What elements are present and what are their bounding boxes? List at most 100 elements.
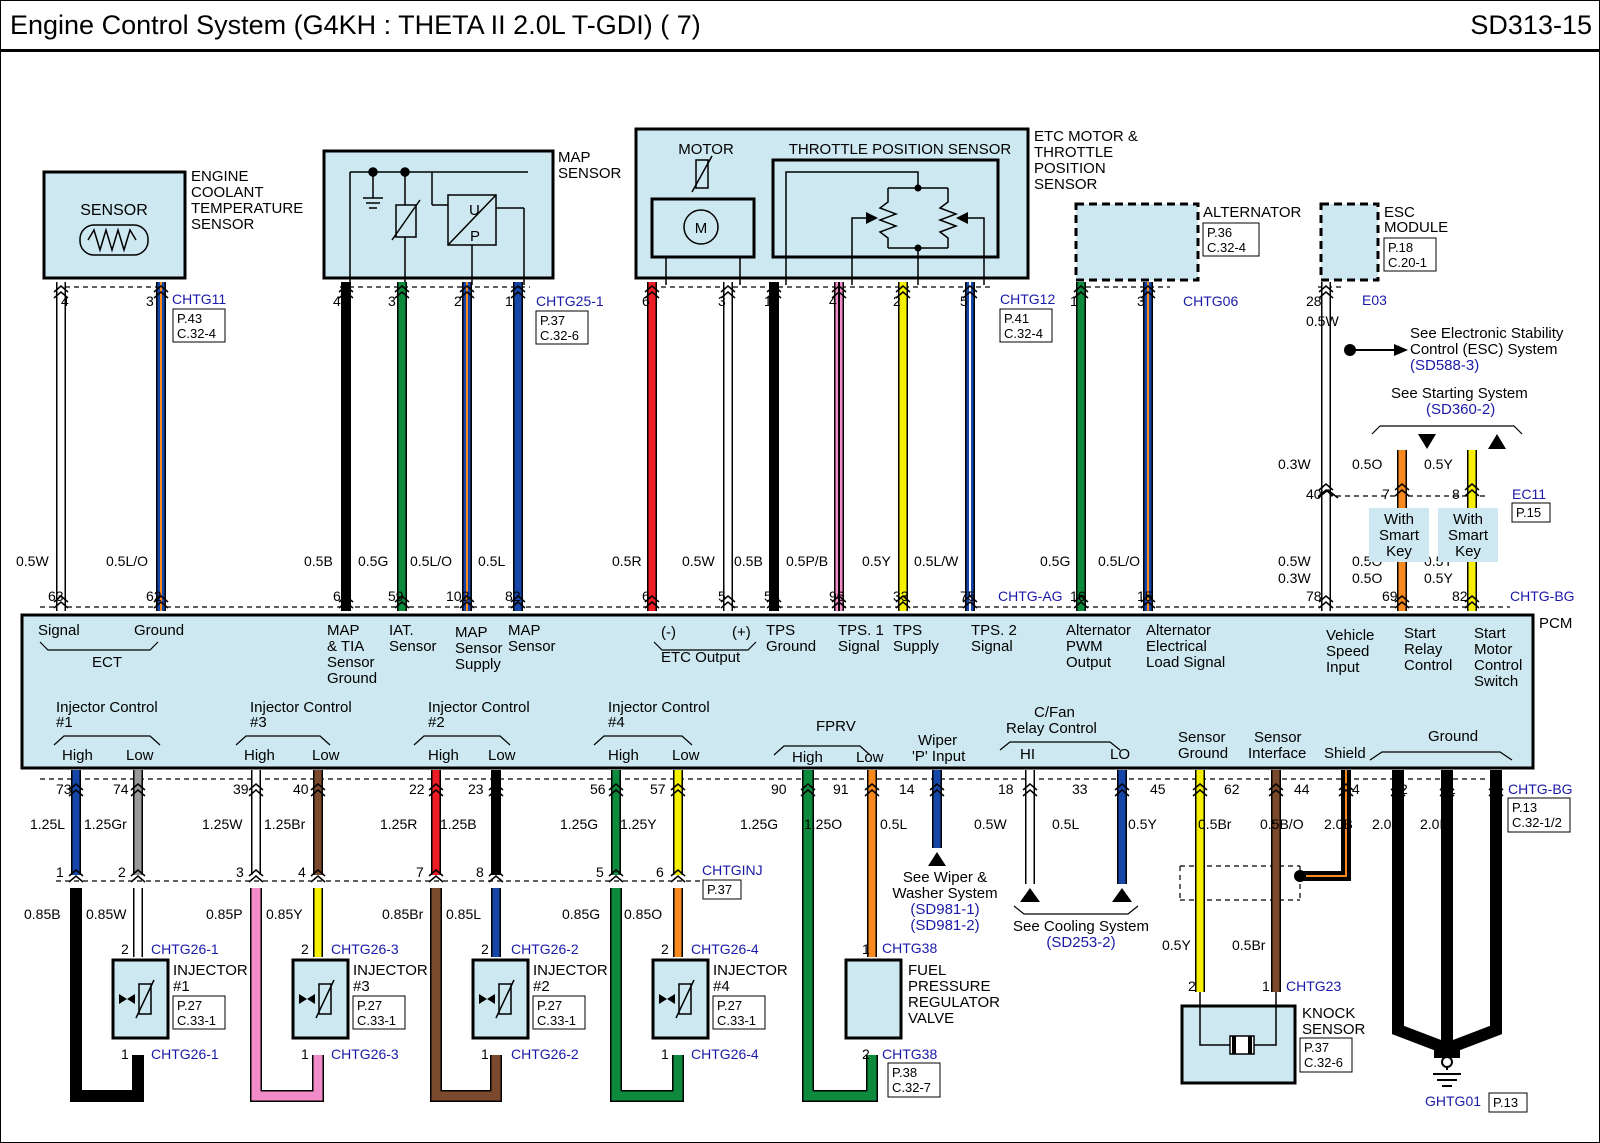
pcm-top-labels: Signal Ground ECT MAP & TIA Sensor Groun… (38, 615, 1572, 690)
page-title: Engine Control System (G4KH : THETA II 2… (10, 10, 701, 40)
start-relay-down-arrow-icon (1418, 434, 1436, 449)
injector-ref: C.33-1 (177, 1013, 216, 1028)
svg-text:CHTG06: CHTG06 (1183, 293, 1238, 309)
connector-chevron (510, 291, 526, 299)
connector-chevron (1464, 595, 1480, 603)
pin-number: 1 (505, 293, 513, 309)
pin-number: 5 (596, 864, 604, 880)
pin-number: 1 (764, 293, 772, 309)
connector-chevron (130, 875, 146, 883)
smart-key-box (1369, 508, 1429, 562)
wire-spec: 0.3W (1278, 456, 1311, 472)
connector-chevron (248, 875, 264, 883)
connector-chevron (895, 595, 911, 603)
wire-spec: 2.0B (1324, 816, 1353, 832)
connector-chevron (488, 783, 504, 791)
connector-chevron (310, 783, 326, 791)
connector-chevron (1394, 489, 1410, 497)
injector-label: INJECTOR (533, 962, 608, 979)
svg-text:TPS: TPS (893, 622, 922, 639)
connector-chevron (394, 291, 410, 299)
map-p-label: P (470, 228, 480, 245)
pin-number: 62 (1224, 781, 1240, 797)
pin-number: 33 (1072, 781, 1088, 797)
tps1-arrow (866, 212, 878, 224)
connector-chevron (895, 291, 911, 299)
connector-chevron (644, 595, 660, 603)
esc-ref: C.20-1 (1388, 255, 1427, 270)
wire-spec: 0.5B (734, 553, 763, 569)
svg-text:PCM: PCM (1539, 615, 1572, 632)
wire-spec: 0.85B (24, 906, 61, 922)
pin-number: 15 (1137, 588, 1153, 604)
connector-chevron (68, 875, 84, 883)
valve-icon (659, 994, 667, 1004)
wire-spec: 0.85W (86, 906, 127, 922)
connector-chevron (929, 783, 945, 791)
connector-chevron (800, 789, 816, 797)
wire-spec: 0.5L/O (1098, 553, 1140, 569)
svg-text:Signal: Signal (838, 638, 880, 655)
connector-chevron (394, 595, 410, 603)
svg-text:Low: Low (312, 747, 340, 764)
svg-text:Key: Key (1455, 543, 1481, 560)
wire (611, 888, 683, 1101)
svg-text:Sensor: Sensor (508, 638, 556, 655)
svg-text:CHTG23: CHTG23 (1286, 978, 1341, 994)
connector-chevron (1073, 291, 1089, 299)
svg-text:High: High (608, 747, 639, 764)
connector-chevron (864, 783, 880, 791)
ect-sensor-label: ENGINE COOLANT TEMPERATURE SENSOR (191, 168, 303, 233)
wire-spec: 2.0B (1420, 816, 1449, 832)
svg-text:MAP: MAP (455, 624, 488, 641)
connector-names: CHTG11 CHTG25-1 CHTG12 CHTG06 E03 EC11 C… (172, 291, 1575, 1109)
svg-text:CHTG-BG: CHTG-BG (1508, 781, 1573, 797)
wire-spec: 0.5W (1278, 553, 1311, 569)
connector-chevron (488, 875, 504, 883)
svg-text:HI: HI (1020, 746, 1035, 763)
pin-number: 1 (301, 1046, 309, 1062)
svg-text:ECT: ECT (92, 654, 122, 671)
pin-number: 75 (960, 588, 976, 604)
svg-text:Control (ESC) System: Control (ESC) System (1410, 341, 1558, 358)
solenoid-icon (495, 979, 515, 1019)
connector-chevron (831, 595, 847, 603)
connector-chevron (608, 783, 624, 791)
connector-chevron (670, 783, 686, 791)
svg-text:SENSOR: SENSOR (558, 165, 622, 182)
wire (1449, 770, 1501, 1058)
connector-chevron (670, 875, 686, 883)
svg-text:P.13: P.13 (1512, 800, 1537, 815)
pin-number: 3 (1137, 293, 1145, 309)
alternator-ref: P.36 (1207, 225, 1232, 240)
connector-chevron (130, 789, 146, 797)
start-motor-up-arrow-icon (1488, 434, 1506, 449)
solenoid-icon (315, 979, 335, 1019)
svg-text:Ground: Ground (1178, 745, 1228, 762)
wire-spec: 1.25L (30, 816, 65, 832)
pin-number: 28 (1306, 293, 1322, 309)
wire-spec: 0.5B/O (1260, 816, 1304, 832)
svg-text:CHTG12: CHTG12 (1000, 291, 1055, 307)
svg-text:Signal: Signal (971, 638, 1013, 655)
svg-text:High: High (244, 747, 275, 764)
map-sensor-box (322, 149, 555, 280)
connector-chevron (338, 601, 354, 609)
svg-text:P.13: P.13 (1493, 1095, 1518, 1110)
wire-spec: 1.25R (380, 816, 417, 832)
injector-label: INJECTOR (353, 962, 428, 979)
wire (803, 770, 877, 1101)
wire-spec: 0.5L/O (410, 553, 452, 569)
svg-text:Relay Control: Relay Control (1006, 720, 1097, 737)
pin-number: 63 (48, 588, 64, 604)
connector-chevron (608, 789, 624, 797)
connector-chevron (1318, 285, 1334, 293)
connector-chevron (608, 875, 624, 883)
pin-number: 16 (1070, 588, 1086, 604)
connector-chevron (1318, 291, 1334, 299)
injector-ref: P.27 (717, 998, 742, 1013)
svg-text:ESC: ESC (1384, 204, 1415, 221)
svg-text:Start: Start (1474, 625, 1507, 642)
connector-chevron (1140, 291, 1156, 299)
